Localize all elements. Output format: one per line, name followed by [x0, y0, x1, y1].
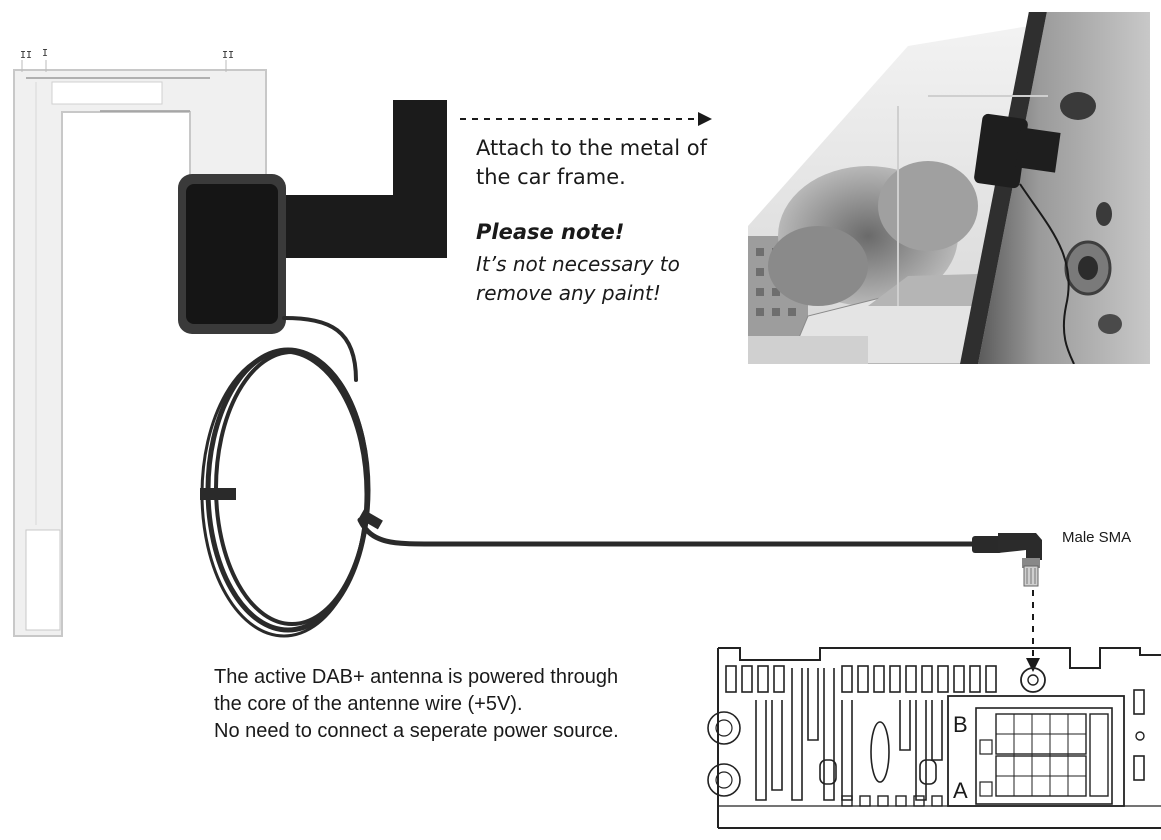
- attach-line-2: the car frame.: [476, 165, 626, 189]
- antenna-film: [270, 100, 447, 258]
- antenna-cable: [200, 316, 978, 638]
- attach-line-1: Attach to the metal of: [476, 136, 707, 160]
- iso-port-b-label: B: [953, 712, 968, 737]
- note-line-1: It’s not necessary to: [476, 252, 680, 276]
- attach-instruction: Attach to the metal of the car frame.: [476, 134, 716, 192]
- connector-label: Male SMA: [1062, 529, 1132, 546]
- power-info: The active DAB+ antenna is powered throu…: [214, 664, 694, 745]
- arrow-to-photo: [460, 112, 712, 126]
- note-line-2: remove any paint!: [476, 281, 661, 305]
- note-body: It’s not necessary to remove any paint!: [476, 250, 696, 308]
- radio-back-panel: [707, 647, 1161, 829]
- power-line-1: The active DAB+ antenna is powered throu…: [214, 666, 619, 688]
- note-title: Please note!: [476, 220, 625, 244]
- power-line-3: No need to connect a seperate power sour…: [214, 720, 619, 742]
- mounting-bracket: II I II: [13, 48, 267, 637]
- sma-connector: [972, 533, 1042, 587]
- arrow-to-antenna-port: [1026, 590, 1040, 672]
- svg-text:I: I: [42, 48, 48, 59]
- power-line-2: the core of the antenne wire (+5V).: [214, 693, 523, 715]
- antenna-amplifier: [178, 174, 286, 334]
- svg-text:II: II: [20, 50, 32, 61]
- iso-port-a-label: A: [953, 778, 968, 803]
- svg-text:II: II: [222, 50, 234, 61]
- installed-antenna-photo: [748, 6, 1150, 364]
